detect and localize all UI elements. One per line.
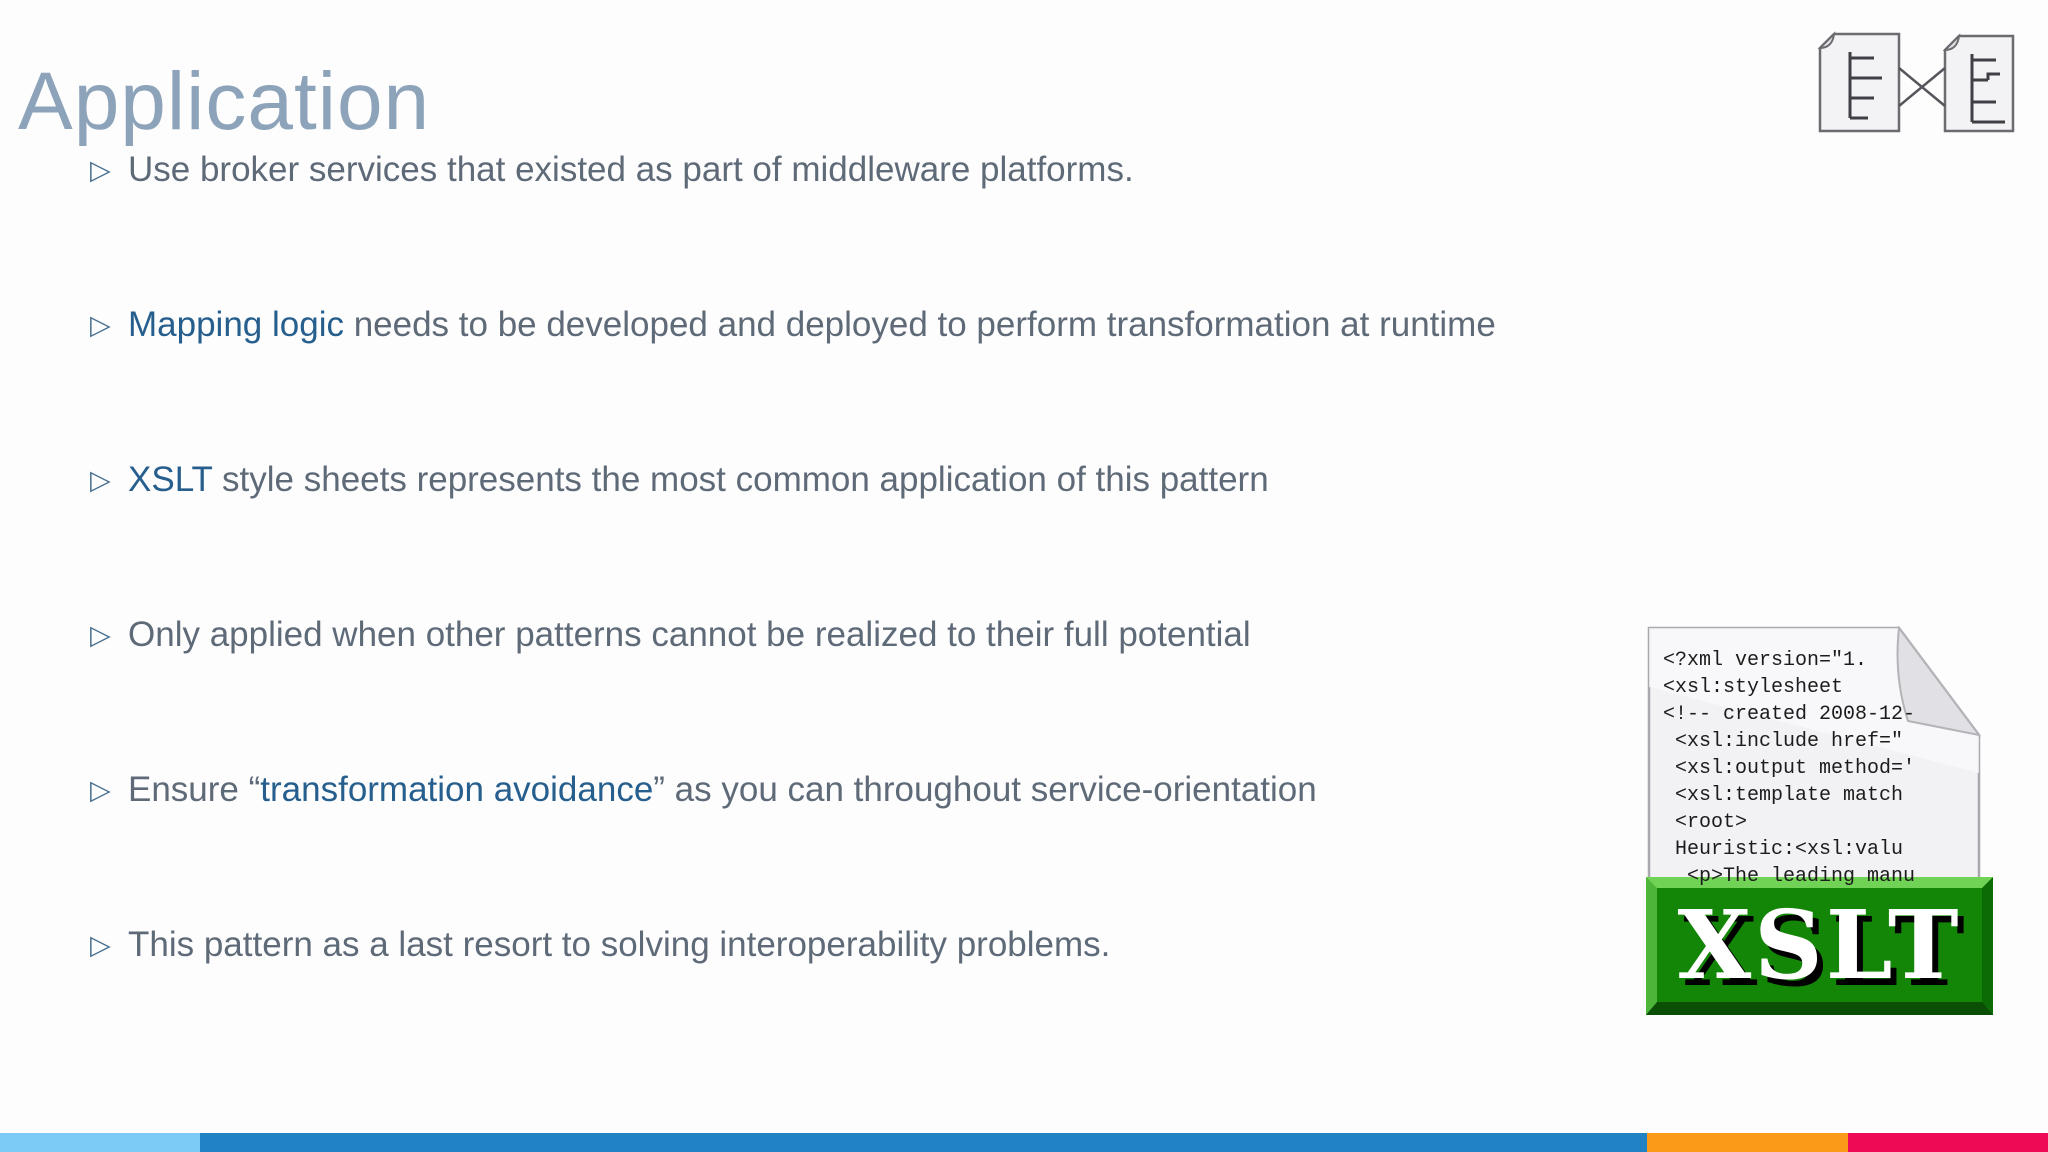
bullet-text: Mapping logic needs to be developed and … bbox=[128, 299, 1496, 351]
xslt-banner: XSLT bbox=[1646, 877, 1993, 1015]
bullet-item: ▷ Use broker services that existed as pa… bbox=[90, 144, 1650, 196]
page-fold-icon bbox=[1896, 625, 1982, 737]
target-document-shape bbox=[1942, 33, 2015, 133]
footer-segment-pink bbox=[1848, 1133, 2048, 1152]
bullet-text-segment: Only applied when other patterns cannot … bbox=[128, 615, 1251, 654]
page-title: Application bbox=[18, 55, 431, 147]
bullet-text-segment: style sheets represents the most common … bbox=[212, 460, 1269, 499]
xslt-file-figure: <?xml version="1. <xsl:stylesheet <!-- c… bbox=[1646, 625, 1993, 1017]
bullet-accent-text: XSLT bbox=[128, 460, 213, 499]
bullet-text: XSLT style sheets represents the most co… bbox=[128, 454, 1269, 506]
bullet-item: ▷ Mapping logic needs to be developed an… bbox=[90, 299, 1650, 351]
footer-color-bar bbox=[0, 1133, 2048, 1152]
footer-segment-orange bbox=[1647, 1133, 1848, 1152]
bullet-text-segment: Ensure “ bbox=[128, 770, 261, 809]
triangle-bullet-icon: ▷ bbox=[90, 930, 111, 960]
bullet-text-segment: This pattern as a last resort to solving… bbox=[128, 925, 1111, 964]
bullet-text: This pattern as a last resort to solving… bbox=[128, 919, 1110, 971]
bullet-list: ▷ Use broker services that existed as pa… bbox=[90, 144, 1650, 1074]
bullet-text: Only applied when other patterns cannot … bbox=[128, 609, 1251, 661]
bullet-text-segment: Use broker services that existed as part… bbox=[128, 150, 1134, 189]
bullet-text-segment: ” as you can throughout service-orientat… bbox=[653, 770, 1317, 809]
triangle-bullet-icon: ▷ bbox=[90, 310, 111, 340]
bullet-item: ▷ This pattern as a last resort to solvi… bbox=[90, 919, 1650, 971]
bullet-accent-text: transformation avoidance bbox=[260, 770, 654, 809]
triangle-bullet-icon: ▷ bbox=[90, 465, 111, 495]
xslt-paper-shape bbox=[1647, 625, 1982, 885]
triangle-bullet-icon: ▷ bbox=[90, 775, 111, 805]
bullet-text-segment: needs to be developed and deployed to pe… bbox=[343, 305, 1496, 344]
mapping-cross-lines-icon bbox=[1898, 67, 1946, 107]
footer-segment-blue bbox=[200, 1133, 1647, 1152]
bullet-item: ▷ Only applied when other patterns canno… bbox=[90, 609, 1650, 661]
triangle-bullet-icon: ▷ bbox=[90, 620, 111, 650]
source-document-shape bbox=[1817, 31, 1901, 133]
triangle-bullet-icon: ▷ bbox=[90, 155, 111, 185]
xslt-code-text: <?xml version="1. <xsl:stylesheet <!-- c… bbox=[1663, 649, 1916, 888]
document-transformation-icon bbox=[1817, 31, 2015, 133]
bullet-text: Ensure “transformation avoidance” as you… bbox=[128, 764, 1317, 816]
footer-segment-lightblue bbox=[0, 1133, 200, 1152]
xslt-banner-label: XSLT bbox=[1677, 889, 1962, 1001]
bullet-item: ▷ Ensure “transformation avoidance” as y… bbox=[90, 764, 1650, 816]
bullet-accent-text: Mapping logic bbox=[128, 305, 344, 344]
bullet-text: Use broker services that existed as part… bbox=[128, 144, 1134, 196]
bullet-item: ▷ XSLT style sheets represents the most … bbox=[90, 454, 1650, 506]
